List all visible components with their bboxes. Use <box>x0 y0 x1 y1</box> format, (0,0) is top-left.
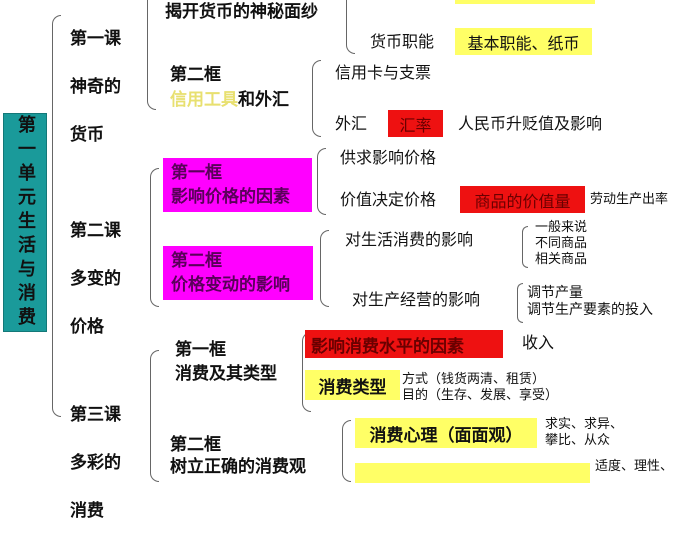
life-brace <box>522 226 528 268</box>
lesson3-frame1-title: 消费及其类型 <box>175 364 277 384</box>
lesson2-title: 第二课 多变的 价格 <box>70 195 121 363</box>
lesson3-line: 第三课 <box>70 405 121 425</box>
life-effect-item: 对生活消费的影响 <box>345 230 474 249</box>
forex-label: 外汇 <box>335 114 368 133</box>
supply-demand-item: 供求影响价格 <box>340 148 437 167</box>
unit-brace <box>52 15 61 417</box>
consumption-type-items: 方式（钱货两清、租赁） 目的（生存、发展、享受） <box>402 372 558 404</box>
credit-card-item: 信用卡与支票 <box>335 63 432 82</box>
production-brace <box>517 283 523 323</box>
frame-label: 第二框 <box>171 251 222 271</box>
life-item: 一般来说 <box>535 220 588 235</box>
lesson1-frame2-label: 第二框 <box>170 65 221 85</box>
lesson3-line: 消费 <box>70 501 104 521</box>
psychology-items: 求实、求异、 攀比、从众 <box>545 417 623 449</box>
consumer-psychology-box: 消费心理（面面观） <box>355 418 537 448</box>
lesson2-line: 多变的 <box>70 269 121 289</box>
life-item: 不同商品 <box>535 236 588 251</box>
consumption-factors-box: 影响消费水平的因素 <box>305 330 503 358</box>
value-determines-item: 价值决定价格 <box>340 190 437 209</box>
productivity-note: 劳动生产出率 <box>590 192 669 207</box>
psych-item: 攀比、从众 <box>545 433 611 448</box>
consumption-principles-box <box>355 463 590 483</box>
frame-title: 价格变动的影响 <box>171 275 290 295</box>
lesson3-brace <box>150 350 159 482</box>
production-effect-item: 对生产经营的影响 <box>352 290 481 309</box>
lesson2-line: 第二课 <box>70 221 121 241</box>
frame-label: 第一框 <box>171 163 222 183</box>
consumption-factors-text: 影响消费水平的因素 <box>311 336 464 357</box>
production-item: 调节生产要素的投入 <box>527 302 653 318</box>
lesson2-brace <box>150 168 159 307</box>
unit-title-box: 第一单元生活与消费 <box>3 113 47 332</box>
price-factors-box: 第一框 影响价格的因素 <box>163 158 312 212</box>
lesson3-frame1-label: 第一框 <box>175 340 226 360</box>
price-change-box: 第二框 价格变动的影响 <box>163 246 313 300</box>
unit-title: 第一单元生活与消费 <box>15 114 36 331</box>
money-essence-box <box>455 0 595 4</box>
consumption-type-text: 消费类型 <box>318 377 387 398</box>
money-function-label: 货币职能 <box>370 32 435 51</box>
lesson1-title: 第一课 神奇的 货币 <box>70 3 121 171</box>
money-function-box: 基本职能、纸币 <box>455 28 592 55</box>
money-function-text: 基本职能、纸币 <box>467 33 580 53</box>
exchange-rate-text: 汇率 <box>399 115 432 135</box>
factors-brace <box>317 148 326 215</box>
psych-item: 求实、求异、 <box>545 417 624 432</box>
type-item: 方式（钱货两清、租赁） <box>402 372 546 387</box>
production-items: 调节产量 调节生产要素的投入 <box>527 285 653 319</box>
value-amount-box: 商品的价值量 <box>460 186 585 213</box>
exchange-rate-box: 汇率 <box>388 110 443 137</box>
production-item: 调节产量 <box>527 285 583 301</box>
lesson3-title: 第三课 多彩的 消费 <box>70 379 121 547</box>
frame1-brace <box>346 0 355 54</box>
lesson3-frame2-title: 树立正确的消费观 <box>170 457 306 477</box>
lesson1-line: 货币 <box>70 125 104 145</box>
effects-brace <box>320 230 329 307</box>
frame2-brace <box>312 60 321 137</box>
life-item: 相关商品 <box>535 252 588 267</box>
life-items: 一般来说 不同商品 相关商品 <box>535 220 587 268</box>
lesson1-frame1-title: 揭开货币的神秘面纱 <box>165 2 318 22</box>
lesson3-frame2-label: 第二框 <box>170 435 221 455</box>
lesson2-line: 价格 <box>70 317 104 337</box>
lesson1-line: 神奇的 <box>70 77 121 97</box>
frame2-title-rest: 和外汇 <box>238 90 289 110</box>
credit-tools-highlight: 信用工具 <box>170 90 238 110</box>
type-item: 目的（生存、发展、享受） <box>402 388 559 403</box>
lesson3-line: 多彩的 <box>70 453 121 473</box>
value-amount-text: 商品的价值量 <box>474 191 571 211</box>
frame-title: 影响价格的因素 <box>171 187 290 207</box>
consumption-type-box: 消费类型 <box>305 370 400 400</box>
consumption-view-brace <box>342 420 351 482</box>
income-note: 收入 <box>522 333 555 352</box>
consumer-psychology-text: 消费心理（面面观） <box>369 425 523 446</box>
lesson1-line: 第一课 <box>70 29 121 49</box>
lesson1-brace <box>147 0 156 110</box>
rmb-note: 人民币升贬值及影响 <box>458 114 603 133</box>
lesson1-frame2-title: 信用工具和外汇 <box>170 92 289 109</box>
principles-note: 适度、理性、 <box>595 459 674 474</box>
